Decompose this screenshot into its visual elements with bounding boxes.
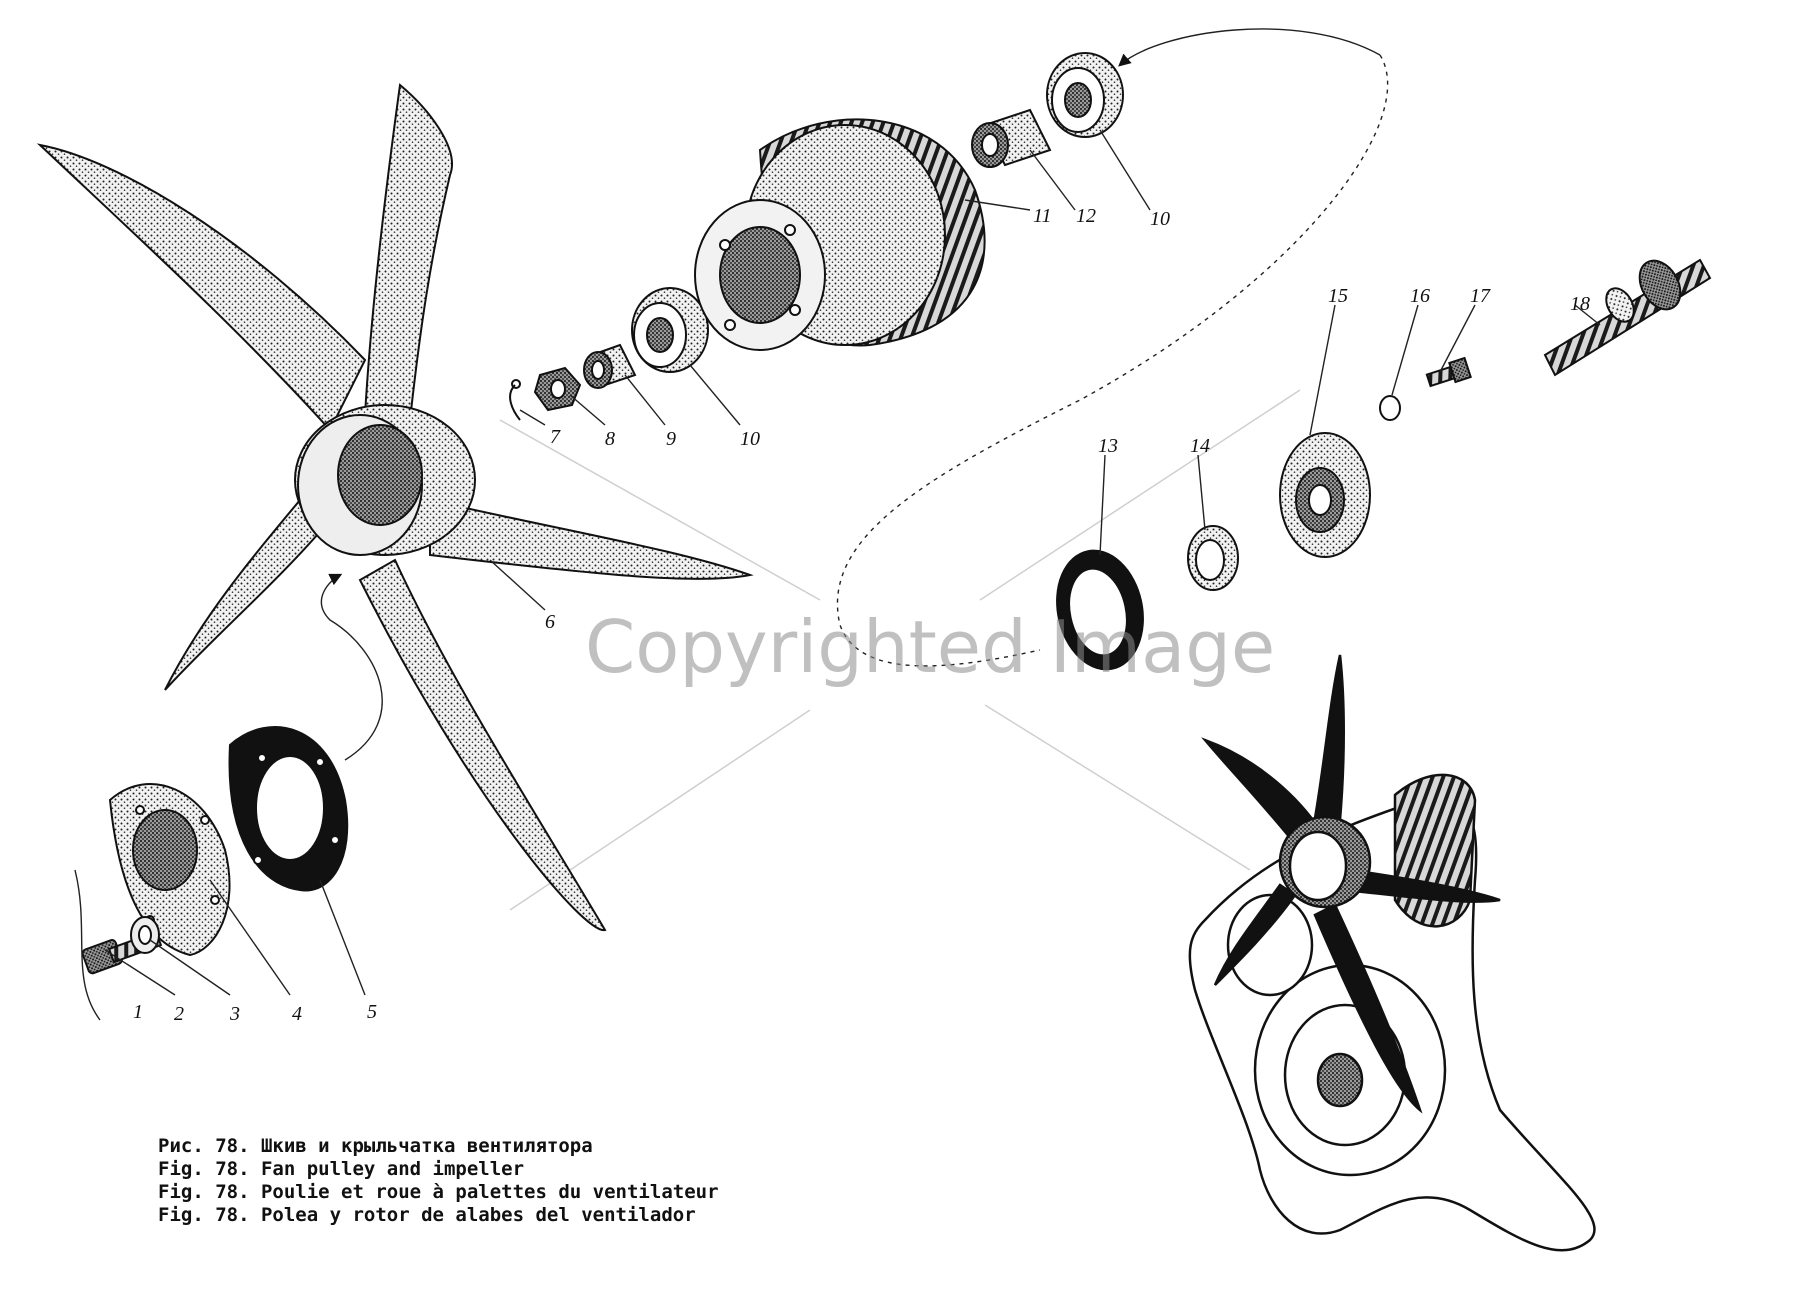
lock-washer-drawing [1379,395,1401,421]
caption-english: Fig. 78. Fan pulley and impeller [158,1158,525,1180]
castle-nut-drawing [533,366,582,412]
pulley-drawing [694,118,986,351]
figure-caption: Рис. 78. Шкив и крыльчатка вентилятора F… [158,1135,719,1227]
gasket-drawing [228,726,349,892]
part-label-15: 15 [1328,285,1348,307]
part-label-2: 2 [174,1003,184,1025]
bearing-rear-drawing [1046,52,1124,138]
watermark-text: Copyrighted Image [585,605,1276,689]
part-label-5: 5 [367,1001,377,1023]
part-label-14: 14 [1190,435,1210,457]
part-label-6: 6 [545,611,555,633]
part-label-9: 9 [666,428,676,450]
bearing-flange-drawing [1279,432,1371,558]
assembly-arrows [320,28,1389,761]
part-label-13: 13 [1098,435,1118,457]
part-label-4: 4 [292,1003,302,1025]
part-label-18: 18 [1570,293,1590,315]
part-label-17: 17 [1470,285,1491,307]
part-label-8: 8 [605,428,615,450]
washer-drawing [130,916,160,954]
caption-french: Fig. 78. Poulie et roue à palettes du ve… [158,1181,719,1203]
leader-lines [104,129,1601,996]
oil-seal-drawing [1187,525,1239,591]
part-label-10-rear: 10 [1150,208,1170,230]
part-label-7: 7 [550,426,561,448]
caption-spanish: Fig. 78. Polea y rotor de alabes del ven… [158,1204,696,1226]
part-label-16: 16 [1410,285,1430,307]
part-label-11: 11 [1033,205,1052,227]
fan-impeller-drawing [36,83,754,932]
screw-drawing [1425,356,1472,388]
assembled-view-drawing [1188,654,1596,1252]
part-labels: 1 2 3 4 5 6 7 8 9 10 10 11 12 13 14 15 1… [133,205,1590,1025]
seal-ring-drawing [1056,549,1144,671]
shaft-drawing [1543,258,1712,377]
part-label-1: 1 [133,1001,143,1023]
spacer-rear-drawing [971,108,1052,168]
caption-russian: Рис. 78. Шкив и крыльчатка вентилятора [158,1135,593,1157]
part-label-10-front: 10 [740,428,760,450]
part-label-12: 12 [1076,205,1096,227]
bearing-front-drawing [631,287,709,373]
cotter-pin-drawing [509,379,521,421]
hub-flange-drawing [108,783,231,957]
spacer-drawing [583,343,637,389]
part-label-3: 3 [229,1003,240,1025]
